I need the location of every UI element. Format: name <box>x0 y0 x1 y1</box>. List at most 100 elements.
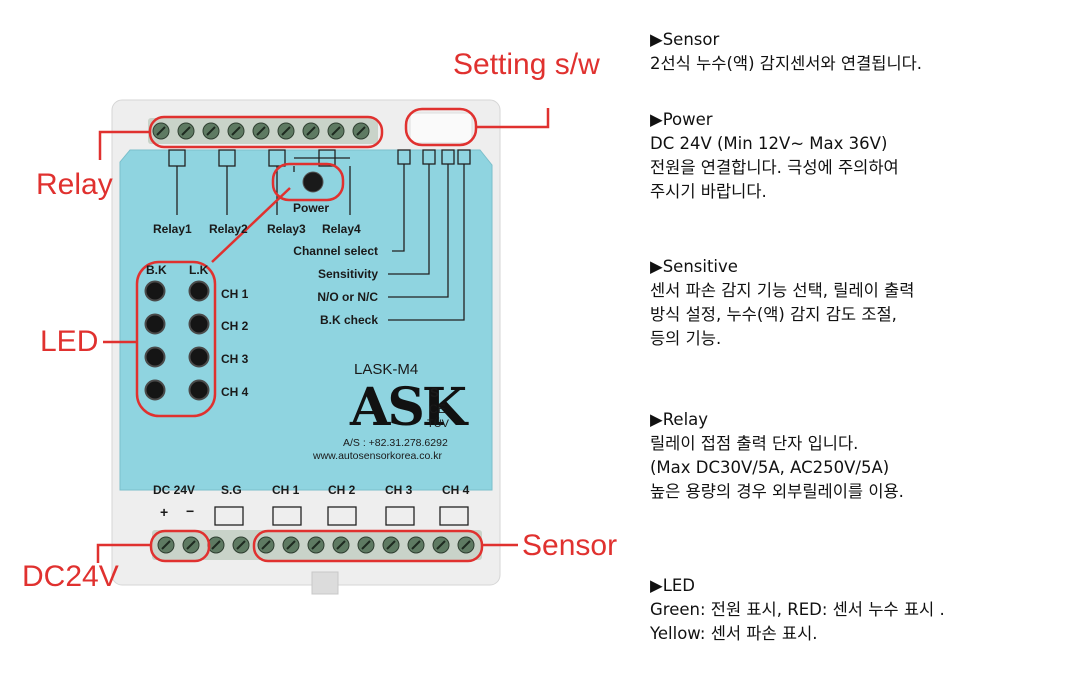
din-clip <box>311 571 339 595</box>
desc-led-heading: ▶LED <box>650 576 696 595</box>
screw-slot <box>356 126 366 136</box>
status-led <box>188 379 210 401</box>
bottom-label-ch3: CH 3 <box>385 483 413 497</box>
as-phone: A/S : +82.31.278.6292 <box>343 437 448 449</box>
website: www.autosensorkorea.co.kr <box>313 450 442 462</box>
callout-sensor: Sensor <box>522 529 618 562</box>
screw-slot <box>436 540 446 550</box>
callout-setting-sw: Setting s/w <box>453 48 600 81</box>
desc-sensor-line: 2선식 누수(액) 감지센서와 연결됩니다. <box>650 54 923 73</box>
screw-slot <box>211 540 221 550</box>
screw-slot <box>281 126 291 136</box>
switch-label-no-nc: N/O or N/C <box>317 290 378 304</box>
screw-slot <box>186 540 196 550</box>
led-channel-1: CH 1 <box>221 287 249 301</box>
bottom-terminal-box <box>214 506 244 526</box>
led-channel-2: CH 2 <box>221 319 249 333</box>
desc-power-line: 주시기 바랍니다. <box>650 182 767 201</box>
desc-sensitive-line: 센서 파손 감지 기능 선택, 릴레이 출력 <box>650 281 915 300</box>
switch-label-channel-select: Channel select <box>293 244 378 258</box>
desc-led-line: Green: 전원 표시, RED: 센서 누수 표시 . <box>650 600 945 619</box>
desc-sensitive-heading: ▶Sensitive <box>650 257 738 276</box>
switch-lead <box>388 164 449 298</box>
bottom-terminal-boxes <box>214 506 469 526</box>
switch-lead <box>392 164 405 252</box>
relay-lead <box>293 157 350 172</box>
cert-mark-s: S <box>430 385 439 400</box>
desc-relay-line: 높은 용량의 경우 외부릴레이를 이용. <box>650 482 904 501</box>
switch-lead <box>388 164 430 275</box>
desc-led: ▶LED Green: 전원 표시, RED: 센서 누수 표시 . Yello… <box>650 574 1050 646</box>
led-header-bk: B.K <box>146 263 167 277</box>
power-highlight <box>271 162 345 202</box>
status-led <box>188 280 210 302</box>
polarity-plus: + <box>160 504 169 520</box>
top-terminal-screws <box>152 122 370 140</box>
bottom-terminal-box <box>272 506 302 526</box>
setting-switch-cover <box>409 112 473 144</box>
desc-sensitive-line: 방식 설정, 누수(액) 감지 감도 조절, <box>650 305 897 324</box>
screw-slot <box>161 540 171 550</box>
bottom-label-ch4: CH 4 <box>442 483 470 497</box>
relay-label-2: Relay2 <box>209 222 248 236</box>
desc-sensitive-line: 등의 기능. <box>650 329 722 348</box>
relay-leader <box>98 130 150 160</box>
desc-led-line: Yellow: 센서 파손 표시. <box>650 624 818 643</box>
bottom-terminal-box <box>327 506 357 526</box>
bottom-label-dc24v: DC 24V <box>153 483 196 497</box>
screw-slot <box>236 540 246 550</box>
switch-lead <box>388 164 465 321</box>
desc-sensor-heading: ▶Sensor <box>650 30 720 49</box>
screw-slot <box>261 540 271 550</box>
callout-markers <box>96 107 550 563</box>
screw-slot <box>206 126 216 136</box>
status-led <box>144 313 166 335</box>
desc-power: ▶Power DC 24V (Min 12V~ Max 36V) 전원을 연결합… <box>650 108 1050 204</box>
power-label: Power <box>293 201 330 215</box>
desc-power-heading: ▶Power <box>650 110 713 129</box>
status-led <box>188 346 210 368</box>
desc-relay: ▶Relay 릴레이 접점 출력 단자 입니다. (Max DC30V/5A, … <box>650 408 1050 504</box>
relay-label-1: Relay1 <box>153 222 192 236</box>
callout-led: LED <box>40 325 99 358</box>
status-led <box>188 313 210 335</box>
status-leds <box>144 280 210 401</box>
switch-label-sensitivity: Sensitivity <box>317 267 378 281</box>
desc-power-line: 전원을 연결합니다. 극성에 주의하여 <box>650 158 899 177</box>
cert-mark-tuv: TÜV <box>427 418 449 430</box>
bottom-label-ch1: CH 1 <box>272 483 300 497</box>
screw-slot <box>411 540 421 550</box>
switch-lead-lines <box>388 149 471 321</box>
screw-slot <box>461 540 471 550</box>
led-highlight <box>135 260 217 418</box>
led-channel-3: CH 3 <box>221 352 249 366</box>
desc-relay-line: (Max DC30V/5A, AC250V/5A) <box>650 458 890 477</box>
desc-sensitive: ▶Sensitive 센서 파손 감지 기능 선택, 릴레이 출력 방식 설정,… <box>650 255 1050 351</box>
relay-label-4: Relay4 <box>322 222 361 236</box>
model-name: LASK-M4 <box>354 361 419 378</box>
screw-slot <box>336 540 346 550</box>
callout-relay: Relay <box>36 168 113 201</box>
desc-power-line: DC 24V (Min 12V~ Max 36V) <box>650 134 888 153</box>
screw-slot <box>181 126 191 136</box>
relay-lead-lines <box>168 149 351 215</box>
screw-slot <box>256 126 266 136</box>
desc-sensor: ▶Sensor 2선식 누수(액) 감지센서와 연결됩니다. <box>650 28 1050 76</box>
screw-slot <box>386 540 396 550</box>
setting-leader <box>476 108 550 129</box>
bottom-label-sg: S.G <box>221 483 242 497</box>
dc24v-leader <box>96 543 151 563</box>
power-leader <box>211 187 291 263</box>
desc-relay-heading: ▶Relay <box>650 410 709 429</box>
status-led <box>144 280 166 302</box>
bottom-terminal-screws <box>157 536 475 554</box>
screw-slot <box>331 126 341 136</box>
cert-mark-ce: CE <box>429 402 446 416</box>
screw-slot <box>286 540 296 550</box>
callout-dc24v: DC24V <box>22 560 119 593</box>
screw-slot <box>156 126 166 136</box>
power-led <box>302 171 324 193</box>
ask-logo: ASK <box>350 377 467 438</box>
